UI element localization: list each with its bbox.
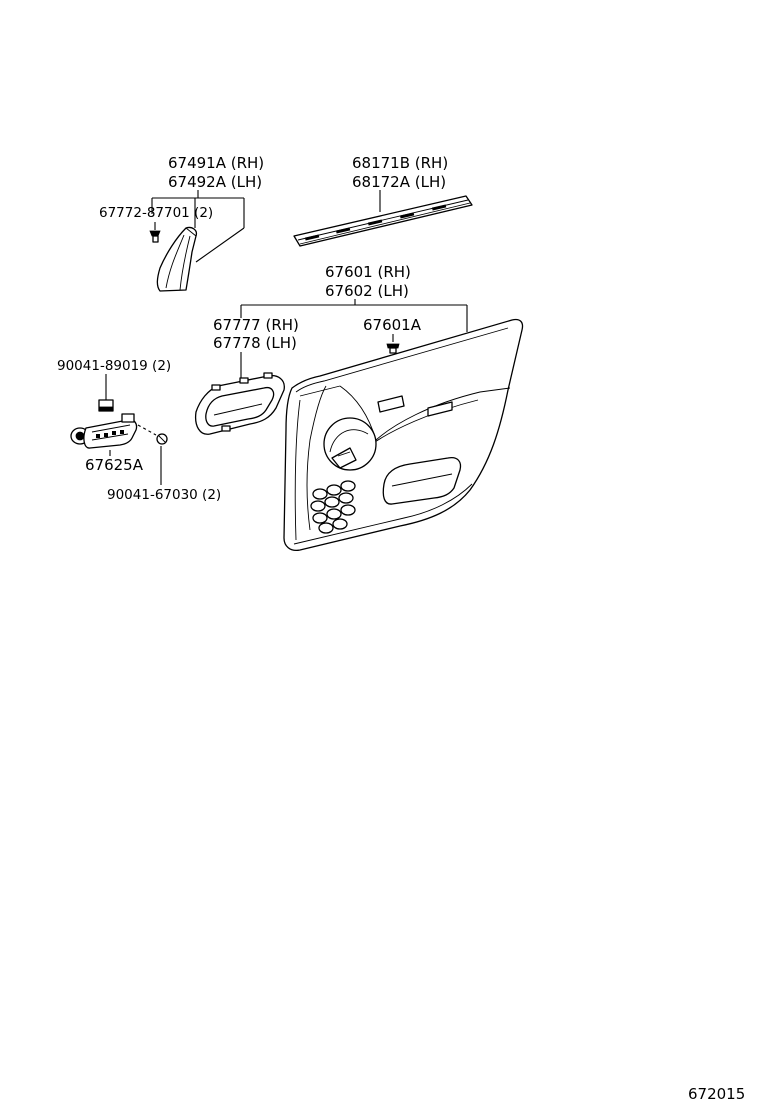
label-pillar-garnish-lh: 67492A (LH) [168, 173, 262, 191]
label-door-trim-lh: 67602 (LH) [325, 282, 409, 300]
label-weatherstrip-lh: 68172A (LH) [352, 173, 446, 191]
label-bracket-screw: 90041-67030 (2) [107, 487, 221, 503]
label-handle-bracket: 67625A [85, 456, 144, 474]
figure-number: 672015 [688, 1085, 745, 1103]
label-pillar-garnish-rh: 67491A (RH) [168, 154, 264, 172]
handle-bracket-part [70, 413, 157, 449]
speaker-grille [310, 480, 356, 534]
bracket-nut-part [98, 399, 114, 412]
pillar-garnish-part [156, 226, 198, 292]
label-handle-bezel-rh: 67777 (RH) [213, 316, 299, 334]
label-door-trim-rh: 67601 (RH) [325, 263, 411, 281]
handle-bezel-part [194, 372, 285, 435]
door-trim-board-part [283, 318, 524, 552]
leader-lines [105, 190, 468, 485]
label-weatherstrip-rh: 68171B (RH) [352, 154, 448, 172]
weatherstrip-part [293, 195, 473, 247]
trim-clip-part [386, 343, 400, 354]
pillar-clip-part [149, 230, 161, 243]
label-bracket-nut: 90041-89019 (2) [57, 358, 171, 374]
label-trim-clip: 67601A [363, 316, 422, 334]
label-handle-bezel-lh: 67778 (LH) [213, 334, 297, 352]
label-pillar-clip: 67772-87701 (2) [99, 205, 213, 221]
bracket-screw-part [156, 433, 168, 445]
